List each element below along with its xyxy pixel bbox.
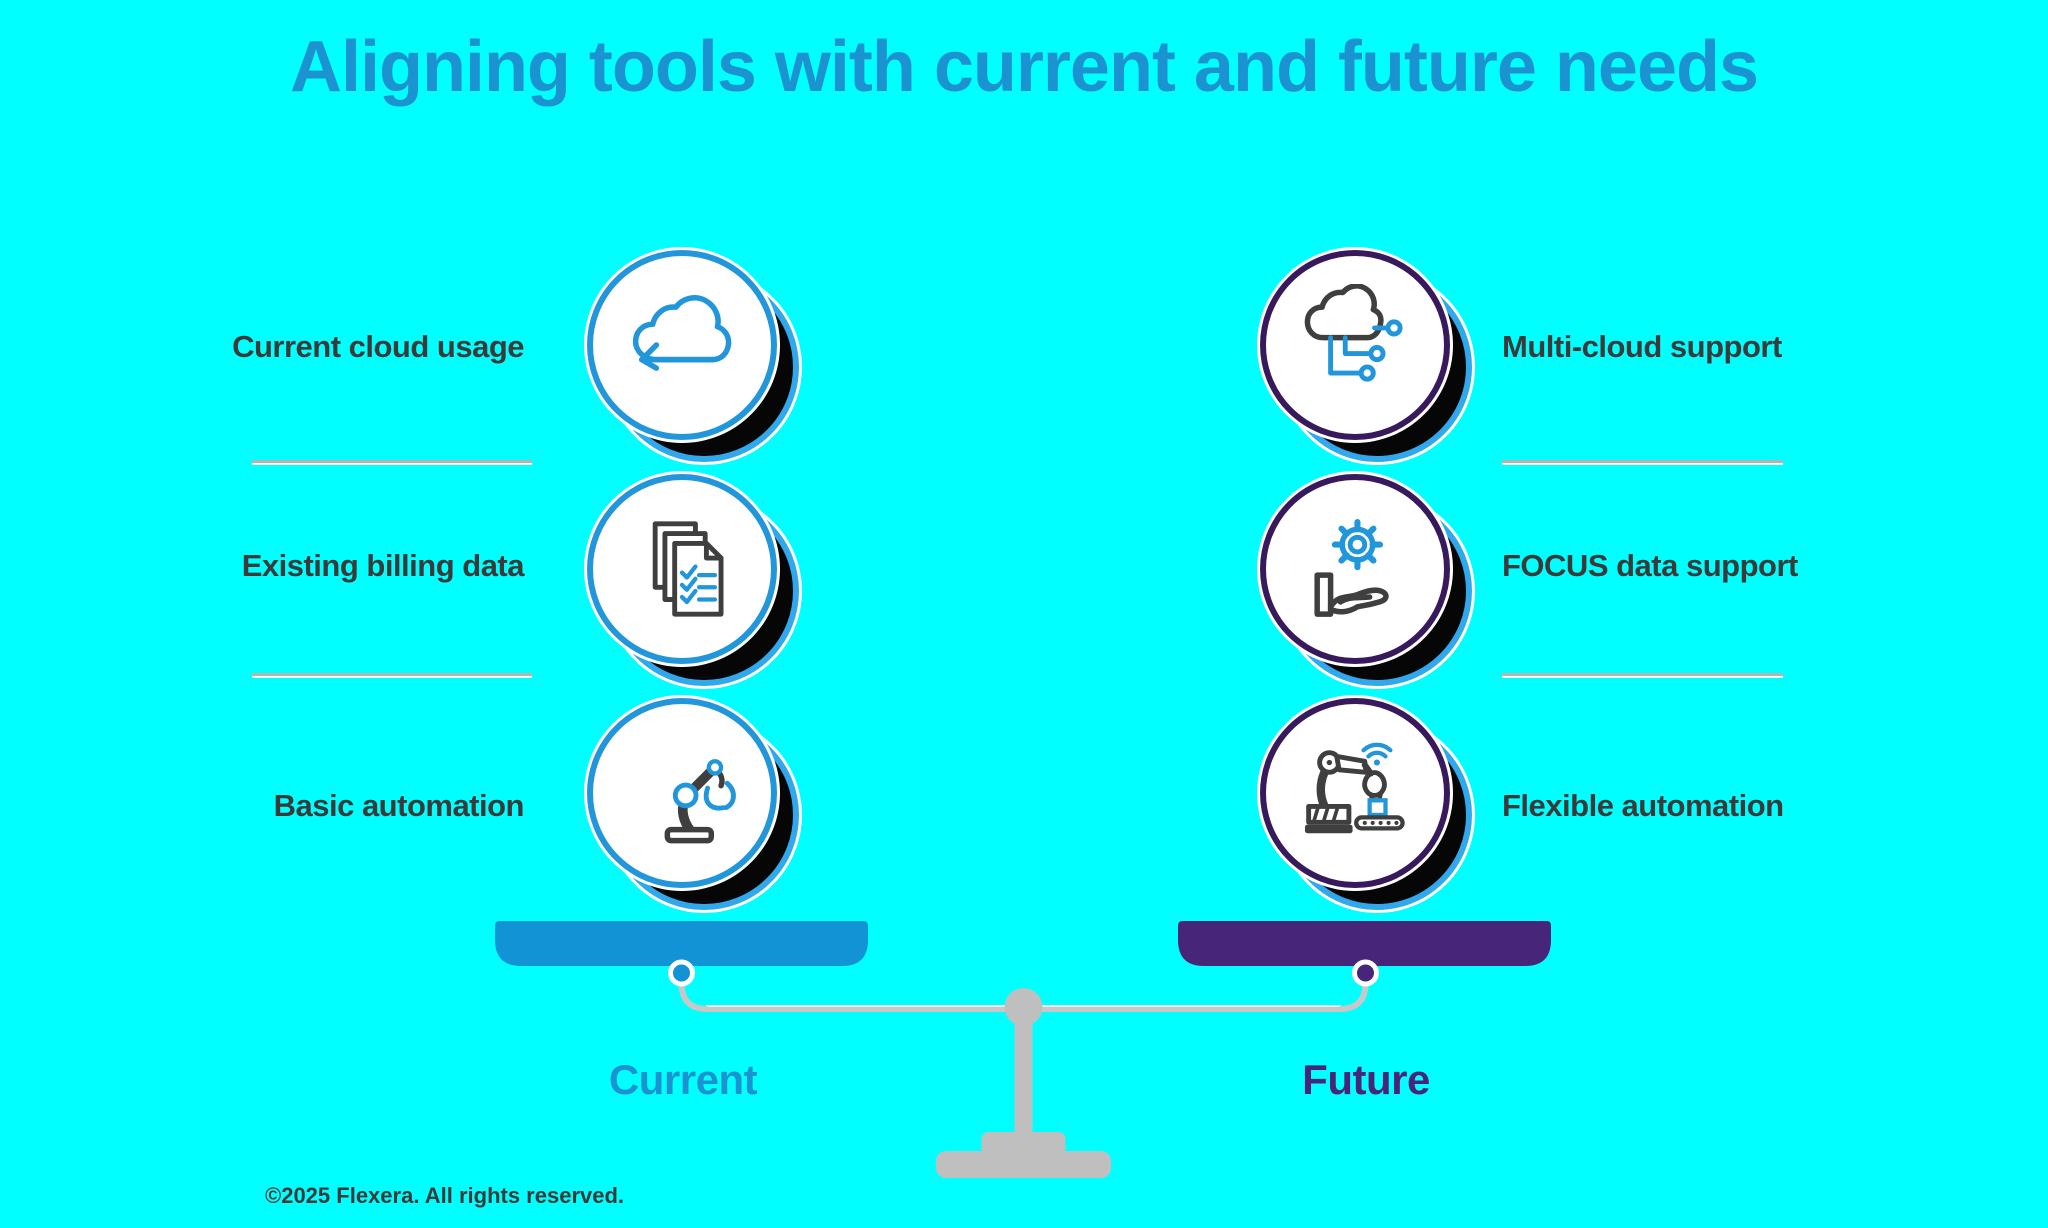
cloud-refresh-icon	[632, 295, 732, 371]
stand-post	[1014, 1007, 1033, 1135]
badge-face	[1260, 250, 1450, 440]
multi-cloud-network-icon	[1304, 284, 1403, 382]
badge-face	[587, 250, 777, 440]
badge-multi-cloud-support	[1260, 250, 1472, 462]
balance-scale	[495, 921, 1551, 1178]
badge-face	[1260, 474, 1450, 664]
badge-current-cloud-usage	[587, 250, 799, 462]
right-pan-hook	[1352, 959, 1379, 987]
divider	[1502, 460, 1783, 463]
current-pan	[495, 921, 868, 966]
badge-basic-automation	[587, 698, 799, 910]
future-side-label: Future	[1302, 1056, 1430, 1103]
label-flexible-automation: Flexible automation	[1502, 788, 1784, 823]
label-current-cloud-usage: Current cloud usage	[232, 329, 524, 364]
current-side-label: Current	[608, 1056, 758, 1103]
divider	[252, 460, 532, 463]
smart-robot-wifi-icon	[1304, 742, 1405, 834]
badge-focus-data-support	[1260, 474, 1472, 686]
left-hook-curve	[678, 982, 708, 1012]
label-multi-cloud-support: Multi-cloud support	[1502, 329, 1782, 364]
stand-base	[936, 1151, 1111, 1178]
future-pan	[1178, 921, 1551, 966]
badge-face	[1260, 698, 1450, 888]
label-existing-billing-data: Existing billing data	[241, 548, 525, 583]
divider	[1502, 673, 1783, 676]
page-title: Aligning tools with current and future n…	[289, 27, 1759, 107]
badge-face	[587, 698, 777, 888]
badge-existing-billing-data	[587, 474, 799, 686]
robot-arm-icon	[664, 759, 736, 844]
label-basic-automation: Basic automation	[273, 788, 525, 823]
left-pan-hook	[668, 959, 695, 987]
copyright-footer: ©2025 Flexera. All rights reserved.	[265, 1183, 625, 1208]
divider	[252, 673, 532, 676]
right-hook-curve	[1339, 982, 1369, 1012]
gear-in-hand-icon	[1314, 518, 1389, 617]
badge-flexible-automation	[1260, 698, 1472, 910]
billing-documents-icon	[652, 521, 724, 617]
label-focus-data-support: FOCUS data support	[1502, 548, 1798, 583]
badge-face	[587, 474, 777, 664]
